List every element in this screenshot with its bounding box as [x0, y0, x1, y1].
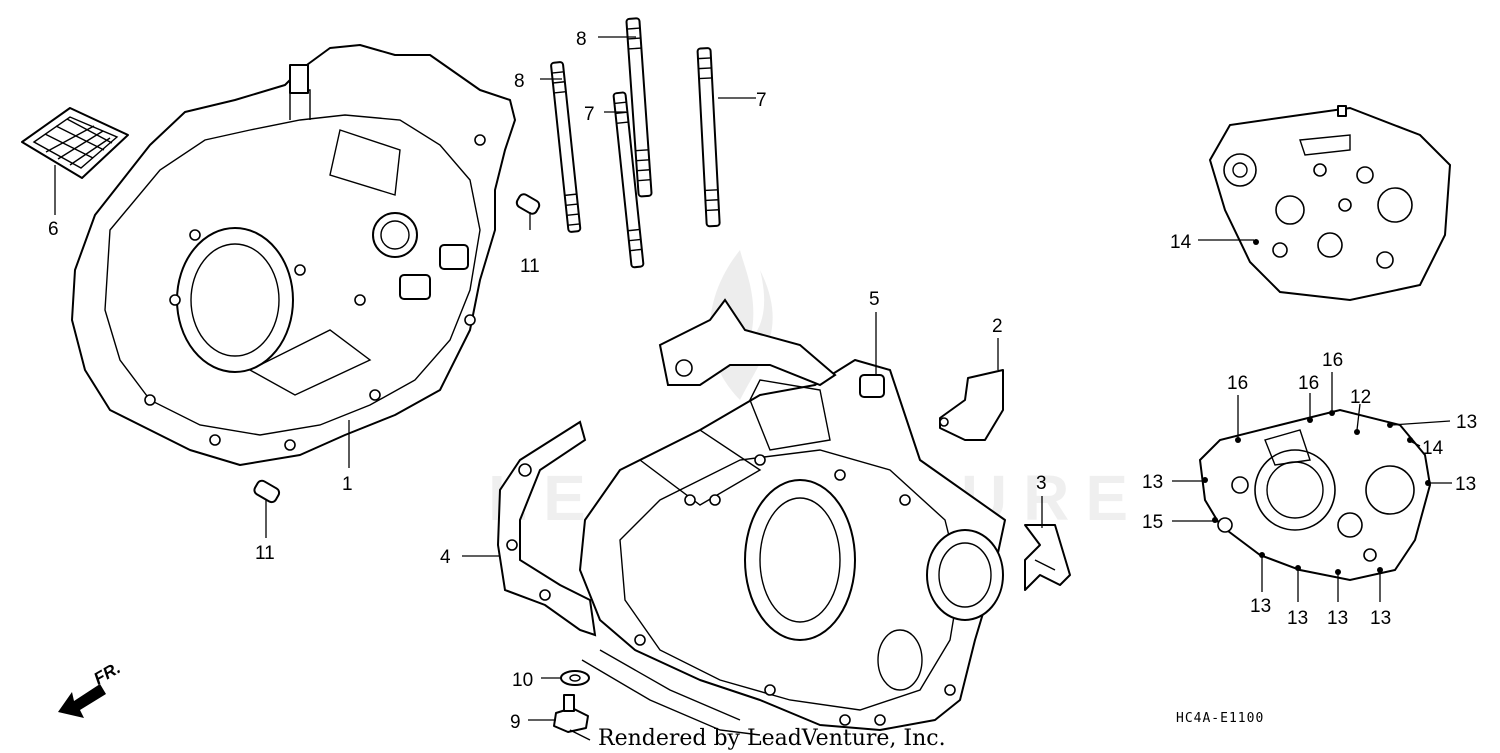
callout-label: 5	[869, 289, 880, 310]
diagram-code: HC4A-E1100	[1176, 711, 1264, 726]
bracket-part-3	[1024, 524, 1071, 591]
front-marker-text: FR.	[91, 658, 124, 688]
callout-label: 12	[1350, 387, 1371, 408]
left-crankcase-part	[71, 44, 516, 466]
render-credit: Rendered by LeadVenture, Inc.	[598, 726, 946, 751]
callout-label: 4	[440, 547, 451, 568]
callout-label: 13	[1370, 608, 1391, 629]
right-crankcase-part	[579, 359, 1006, 731]
callout-label: 13	[1250, 596, 1271, 617]
callout-label: 8	[514, 71, 525, 92]
callout-label: 1	[342, 474, 353, 495]
upper-gasket-part	[658, 298, 837, 387]
callout-label: 11	[520, 256, 540, 277]
callout-label: 16	[1322, 350, 1343, 371]
crankcase-gasket-part	[496, 420, 597, 637]
callout-label: 16	[1227, 373, 1248, 394]
right-case-cover-part	[1198, 408, 1432, 582]
stud-bolts-group	[550, 17, 721, 269]
washer-part-10	[560, 670, 590, 686]
front-direction-arrow-icon: FR.	[58, 658, 124, 718]
leader-lines	[54, 36, 1452, 721]
callout-label: 14	[1170, 232, 1192, 253]
callout-label: 11	[255, 543, 275, 564]
callout-label: 15	[1142, 512, 1163, 533]
callout-label: 7	[756, 90, 767, 111]
flange-bolt-part-9	[553, 694, 591, 741]
lower-seal-strip-part	[581, 649, 761, 736]
oil-screen-filter-part	[21, 107, 129, 179]
callout-labels: 1 2 3 4 5 6 7 7 8 8 9 10 11 11 12 13 13 …	[48, 29, 1477, 733]
dowel-pin-upper-part	[515, 193, 541, 215]
callout-label: 14	[1422, 438, 1444, 459]
callout-label: 9	[510, 712, 521, 733]
side-cover-gasket-part	[1208, 105, 1452, 302]
callout-label: 3	[1036, 473, 1047, 494]
callout-label: 13	[1456, 412, 1477, 433]
dowel-pin-lower-part	[253, 479, 281, 504]
callout-label: 13	[1142, 472, 1163, 493]
callout-label: 2	[992, 316, 1003, 337]
callout-label: 13	[1287, 608, 1308, 629]
callout-label: 13	[1327, 608, 1348, 629]
callout-label: 6	[48, 219, 59, 240]
plate-part-2	[939, 369, 1004, 441]
callout-label: 13	[1455, 474, 1476, 495]
callout-label: 7	[584, 104, 595, 125]
callout-label: 10	[512, 670, 533, 691]
callout-label: 8	[576, 29, 587, 50]
callout-label: 16	[1298, 373, 1319, 394]
